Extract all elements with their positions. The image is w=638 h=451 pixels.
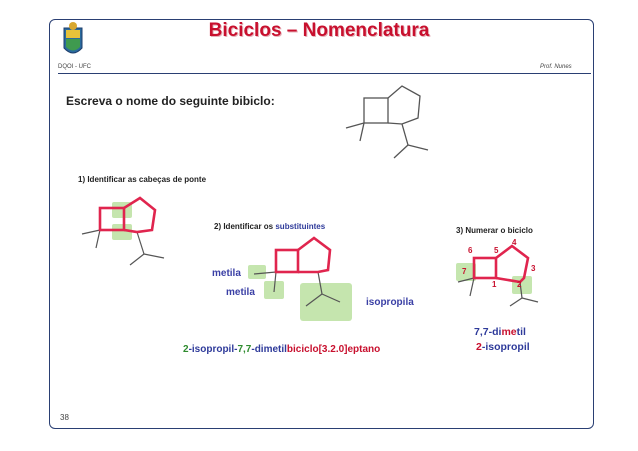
substituent-highlights <box>248 265 352 321</box>
step-3-label: 3) Numerar o biciclo <box>456 226 533 235</box>
page-number: 38 <box>60 413 69 422</box>
step3-molecule <box>457 277 539 307</box>
question-text: Escreva o nome do seguinte bibiclo: <box>66 94 275 108</box>
compound-name: 2-isopropil-7,7-dimetilbiciclo[3.2.0]ept… <box>183 344 380 355</box>
step1-molecule <box>81 229 165 266</box>
step-2-prefix: 2) Identificar os <box>214 222 276 231</box>
name-part-1: 2 <box>183 344 189 355</box>
name-part-3: 7,7 <box>237 344 252 355</box>
locant-1: 1 <box>492 280 497 289</box>
department-tag: DQOI - UFC <box>58 64 91 70</box>
page-title: Biciclos – Nomenclatura <box>208 20 430 41</box>
step-2-label: 2) Identificar os substituintes <box>214 222 325 231</box>
metila-label-2: metila <box>226 287 255 298</box>
name-part-4: -dimetil <box>251 344 287 355</box>
slide-frame <box>49 19 594 429</box>
result-line-2: 2-isopropil <box>476 341 530 353</box>
author-tag: Prof. Nunes <box>540 64 572 70</box>
step2-ring <box>274 236 332 274</box>
university-crest-icon <box>63 22 83 54</box>
name-part-5: biciclo[3.2.0]eptano <box>286 344 381 355</box>
question-molecule <box>345 85 429 159</box>
result-1c: til <box>516 326 526 338</box>
locant-3: 3 <box>531 264 536 273</box>
result-1b: me <box>501 326 517 338</box>
locant-7: 7 <box>462 267 467 276</box>
locant-5: 5 <box>494 246 499 255</box>
name-part-2: -isopropil- <box>188 344 238 355</box>
result-line-1: 7,7-dimetil <box>474 326 526 338</box>
header-divider <box>58 73 591 74</box>
locant-4: 4 <box>512 238 517 247</box>
result-2a: 2 <box>476 341 482 353</box>
step-2-keyword: substituintes <box>275 222 326 231</box>
step-1-label: 1) Identificar as cabeças de ponte <box>78 175 207 184</box>
step3-ring <box>472 244 530 284</box>
isopropila-label: isopropila <box>366 297 414 308</box>
step1-ring <box>98 196 157 234</box>
result-1a: 7,7-di <box>474 326 502 338</box>
locant-2: 2 <box>517 280 522 289</box>
metila-label-1: metila <box>212 268 241 279</box>
step2-molecule <box>253 271 341 307</box>
locant-6: 6 <box>468 246 473 255</box>
result-2b: -isopropil <box>481 341 530 353</box>
